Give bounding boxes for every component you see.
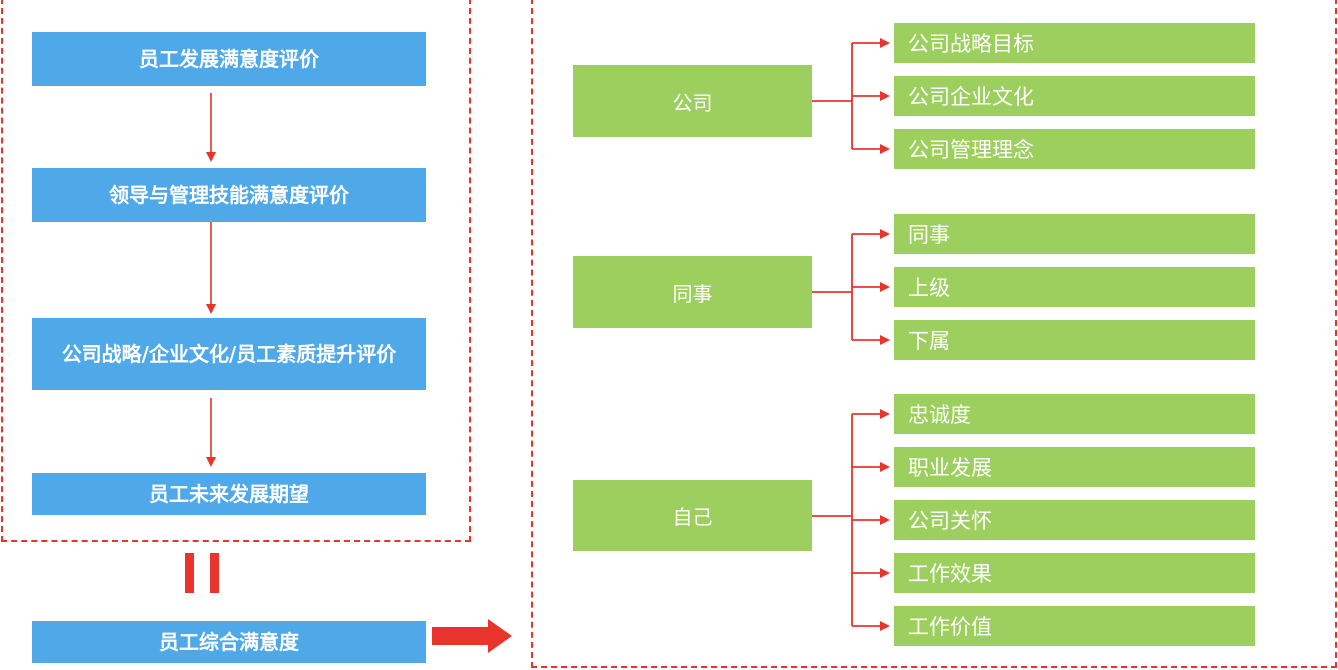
right-category-frame xyxy=(531,0,1337,668)
category-company: 公司 xyxy=(573,65,812,137)
category-self: 自己 xyxy=(573,480,812,551)
flow-result-overall-satisfaction: 员工综合满意度 xyxy=(32,621,426,663)
flow-step-future-expectation: 员工未来发展期望 xyxy=(32,473,426,515)
company-tree-connectors xyxy=(812,38,890,154)
item-self-company-care: 公司关怀 xyxy=(894,500,1255,540)
item-self-loyalty: 忠诚度 xyxy=(894,394,1255,434)
item-self-work-effect: 工作效果 xyxy=(894,553,1255,593)
item-colleague-subordinate: 下属 xyxy=(894,320,1255,360)
item-company-management-philosophy: 公司管理理念 xyxy=(894,129,1255,169)
equals-sign-icon xyxy=(185,553,219,593)
item-company-strategy-goal: 公司战略目标 xyxy=(894,23,1255,63)
flow-step-strategy-culture-quality: 公司战略/企业文化/员工素质提升评价 xyxy=(32,318,426,390)
big-right-arrow-icon xyxy=(432,619,512,653)
flow-step-leadership-management: 领导与管理技能满意度评价 xyxy=(32,168,426,222)
category-colleagues: 同事 xyxy=(573,256,812,328)
item-colleague-peer: 同事 xyxy=(894,214,1255,254)
item-colleague-superior: 上级 xyxy=(894,267,1255,307)
self-tree-connectors xyxy=(812,409,890,631)
left-flow-frame xyxy=(1,0,471,542)
flow-step-employee-development: 员工发展满意度评价 xyxy=(32,32,426,86)
item-self-work-value: 工作价值 xyxy=(894,606,1255,646)
colleague-tree-connectors xyxy=(812,229,890,345)
item-self-career-development: 职业发展 xyxy=(894,447,1255,487)
item-company-culture: 公司企业文化 xyxy=(894,76,1255,116)
